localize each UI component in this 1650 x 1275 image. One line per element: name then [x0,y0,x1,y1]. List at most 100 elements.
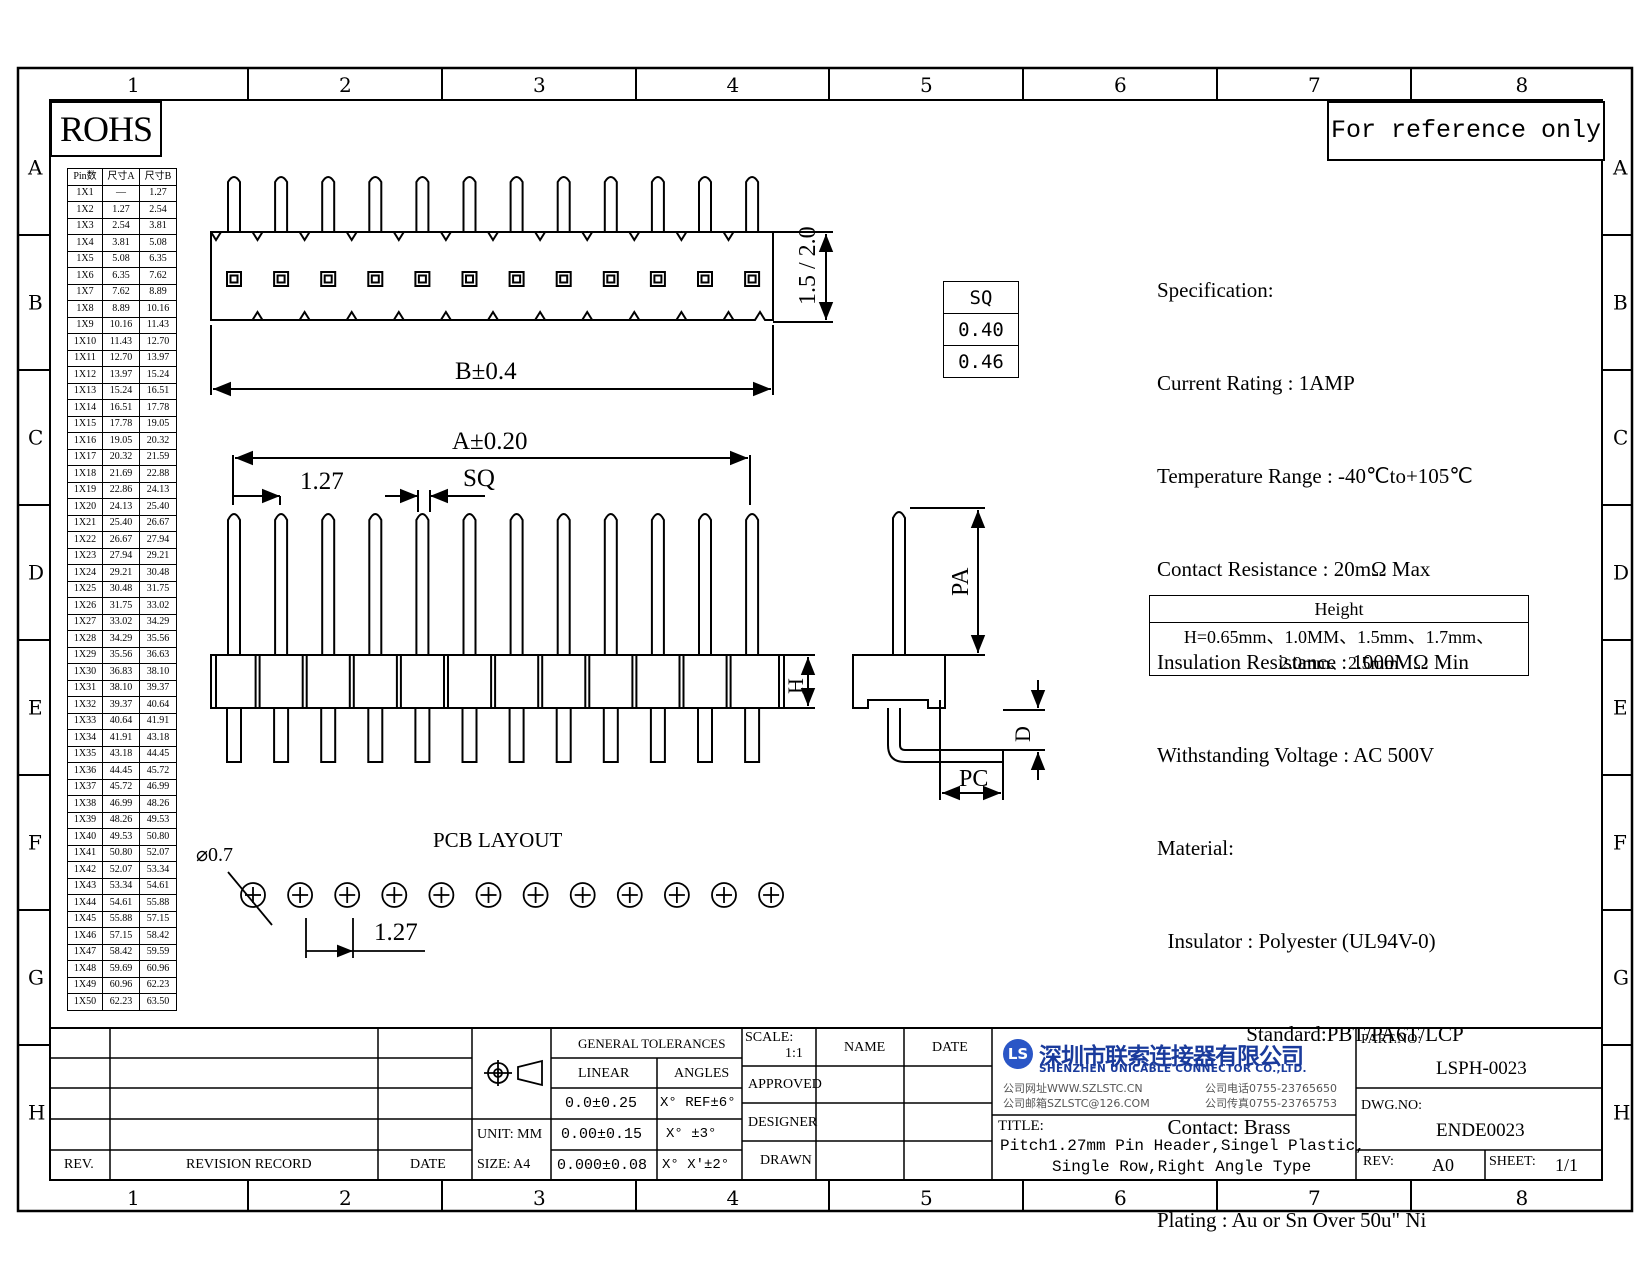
pin-table-cell: 1X8 [67,300,103,318]
pin-square-inner [653,274,663,284]
revision-record-header: REVISION RECORD [186,1157,312,1172]
pin-table-cell: 25.40 [139,498,177,516]
front-pin [650,513,665,655]
pin-table-cell: 1X23 [67,547,103,565]
pin-table-cell: 1X22 [67,531,103,549]
pin-table-cell: — [102,184,140,202]
top-pin [745,176,760,232]
pc-dim-label: PC [959,766,988,792]
height-table: Height H=0.65mm、1.0MM、1.5mm、1.7mm、2.0mm、… [1149,595,1529,676]
pin-table-cell: 27.94 [139,531,177,549]
spec-line: Withstanding Voltage : AC 500V [1157,743,1435,767]
sq-table: SQ 0.40 0.46 [943,281,1019,378]
pin-table-cell: 13.97 [139,349,177,367]
zone-label-top: 2 [339,73,352,97]
spec-line: Contact: Brass [1157,1115,1291,1139]
unit-label: UNIT: MM [477,1127,543,1142]
pin-table-cell: 7.62 [102,283,140,301]
top-housing [210,231,774,321]
pin-table-cell: 6.35 [139,250,177,268]
pin-table-cell: 63.50 [139,993,177,1011]
pin-table-cell: 35.56 [102,646,140,664]
pin-table-cell: 2.54 [139,201,177,219]
pin-table-cell: 49.53 [102,828,140,846]
rev-label: REV: [1363,1154,1394,1169]
sheet-label: SHEET: [1489,1154,1536,1169]
pcb-layout [227,871,784,958]
drawn-label: DRAWN [760,1153,812,1168]
zone-label-left: E [28,696,43,720]
front-pin [698,513,712,655]
pin-table-cell: 12.70 [139,333,177,351]
company-mail: 公司邮箱SZLSTC@126.COM [1003,1097,1150,1110]
a-tolerance-label: A±0.20 [452,428,528,455]
pin-square-inner [417,274,427,284]
top-pin [321,176,336,232]
pin-table-cell: 1X24 [67,564,103,582]
pin-table-cell: 1X33 [67,712,103,730]
size-label: SIZE: A4 [477,1157,531,1172]
top-pin [650,176,665,232]
pcb-hole [616,882,643,908]
pin-table-cell: 60.96 [102,976,140,994]
pcb-hole [428,882,455,908]
pin-square [273,271,290,287]
pin-table-cell: 1X15 [67,415,103,433]
dwg-no-value: ENDE0023 [1436,1120,1525,1141]
pin-table-cell: 45.72 [102,778,140,796]
front-pin-tail [602,708,619,763]
top-pin [698,176,712,232]
pin-table-cell: 40.64 [102,712,140,730]
tol-angle: X° REF±6° [660,1095,736,1111]
pcb-hole [240,882,266,908]
pin-table-cell: 46.99 [139,778,177,796]
pin-table-cell: 43.18 [102,745,140,763]
zone-label-right: G [1613,966,1629,990]
pin-table-cell: 55.88 [139,894,177,912]
pin-table-cell: 20.32 [102,448,140,466]
zone-label-left: B [28,291,43,315]
pin-table-cell: 48.26 [139,795,177,813]
pin-table-cell: 49.53 [139,811,177,829]
pcb-layout-title: PCB LAYOUT [433,828,563,852]
zone-label-top: 8 [1516,73,1529,97]
pin-square-inner [512,274,522,284]
hole-diameter-label: ⌀0.7 [196,844,233,866]
tol-linear: 0.000±0.08 [557,1157,648,1174]
pin-table-cell: 15.24 [102,382,140,400]
spec-line: Standard:PBT/PA6T/LCP [1157,1022,1464,1046]
pin-table-cell: 1X41 [67,844,103,862]
pin-table-cell: 22.86 [102,481,140,499]
pin-table-cell: 1X16 [67,432,103,450]
tol-linear: 0.0±0.25 [565,1095,638,1112]
front-pin [368,513,383,655]
scale-value: 1:1 [785,1046,803,1061]
title-line-1: Pitch1.27mm Pin Header,Singel Plastic, [1000,1137,1365,1155]
pin-square-inner [747,274,757,284]
pin-square [508,271,525,287]
front-pin-tail [414,708,431,763]
pin-table-cell: 22.88 [139,465,177,483]
pin-table-cell: 59.59 [139,943,177,961]
part-no-label: PART.NO: [1361,1032,1422,1047]
zone-label-left: H [28,1101,45,1125]
title-block-grid [50,1027,1602,1180]
pin-table-cell: 5.08 [139,234,177,252]
zone-label-bottom: 1 [127,1186,140,1210]
company-name-cn: 深圳市联索连接器有限公司 [1039,1044,1304,1070]
zone-label-bottom: 6 [1114,1186,1127,1210]
pin-table-cell: 62.23 [102,993,140,1011]
pin-table-cell: 1X45 [67,910,103,928]
front-pin [274,513,289,655]
top-pin [603,176,618,232]
pin-table-cell: 1X30 [67,663,103,681]
